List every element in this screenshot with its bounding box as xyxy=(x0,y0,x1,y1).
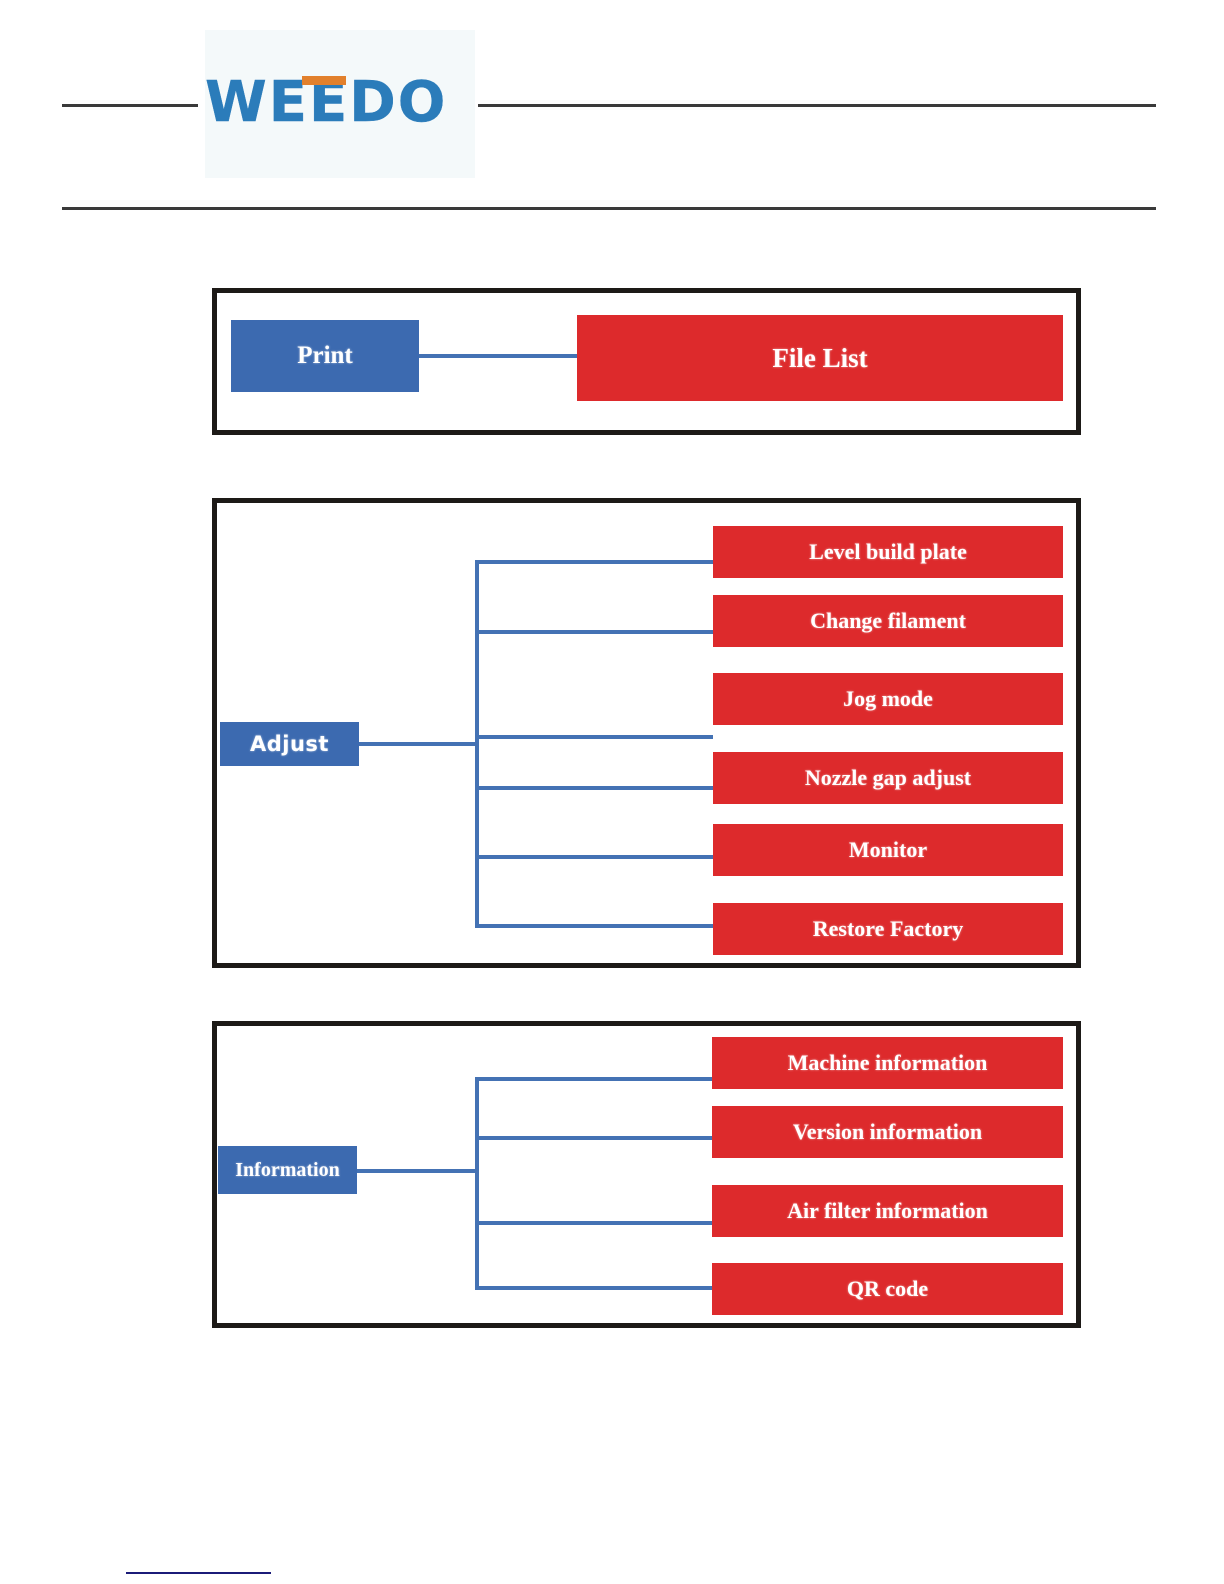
connector-adjust-branch-5 xyxy=(475,855,713,859)
connector-information-trunk xyxy=(475,1077,479,1289)
node-qr-code[interactable]: QR code xyxy=(712,1263,1063,1315)
node-machine-information[interactable]: Machine information xyxy=(712,1037,1063,1089)
logo-background-plate xyxy=(205,30,475,178)
node-air-filter-information[interactable]: Air filter information xyxy=(712,1185,1063,1237)
node-nozzle-gap-adjust[interactable]: Nozzle gap adjust xyxy=(713,752,1063,804)
header-rule-right xyxy=(478,104,1156,107)
connector-information-branch-1 xyxy=(475,1077,713,1081)
page-header: WEEDO xyxy=(0,0,1224,225)
connector-information-branch-4 xyxy=(475,1286,713,1290)
connector-information-branch-3 xyxy=(475,1221,713,1225)
node-change-filament[interactable]: Change filament xyxy=(713,595,1063,647)
footnote-separator xyxy=(126,1572,271,1574)
connector-adjust-branch-6 xyxy=(475,924,713,928)
connector-adjust-branch-2 xyxy=(475,630,713,634)
weedo-logo: WEEDO xyxy=(205,71,470,134)
node-adjust[interactable]: Adjust xyxy=(220,722,359,766)
node-information[interactable]: Information xyxy=(218,1146,357,1194)
connector-information-stub xyxy=(357,1169,479,1173)
connector-adjust-trunk xyxy=(475,560,479,928)
connector-adjust-branch-4 xyxy=(475,786,713,790)
node-monitor[interactable]: Monitor xyxy=(713,824,1063,876)
connector-adjust-branch-1 xyxy=(475,560,713,564)
header-rule-bottom xyxy=(62,207,1156,210)
node-version-information[interactable]: Version information xyxy=(712,1106,1063,1158)
connector-adjust-stub xyxy=(359,742,479,746)
node-jog-mode[interactable]: Jog mode xyxy=(713,673,1063,725)
connector-information-branch-2 xyxy=(475,1136,713,1140)
logo-accent-bar-icon xyxy=(302,76,346,85)
connector-print-to-file-list xyxy=(419,354,577,358)
node-restore-factory[interactable]: Restore Factory xyxy=(713,903,1063,955)
connector-adjust-branch-3 xyxy=(475,735,713,739)
node-print[interactable]: Print xyxy=(231,320,419,392)
node-file-list[interactable]: File List xyxy=(577,315,1063,401)
node-level-build-plate[interactable]: Level build plate xyxy=(713,526,1063,578)
header-rule-left xyxy=(62,104,198,107)
